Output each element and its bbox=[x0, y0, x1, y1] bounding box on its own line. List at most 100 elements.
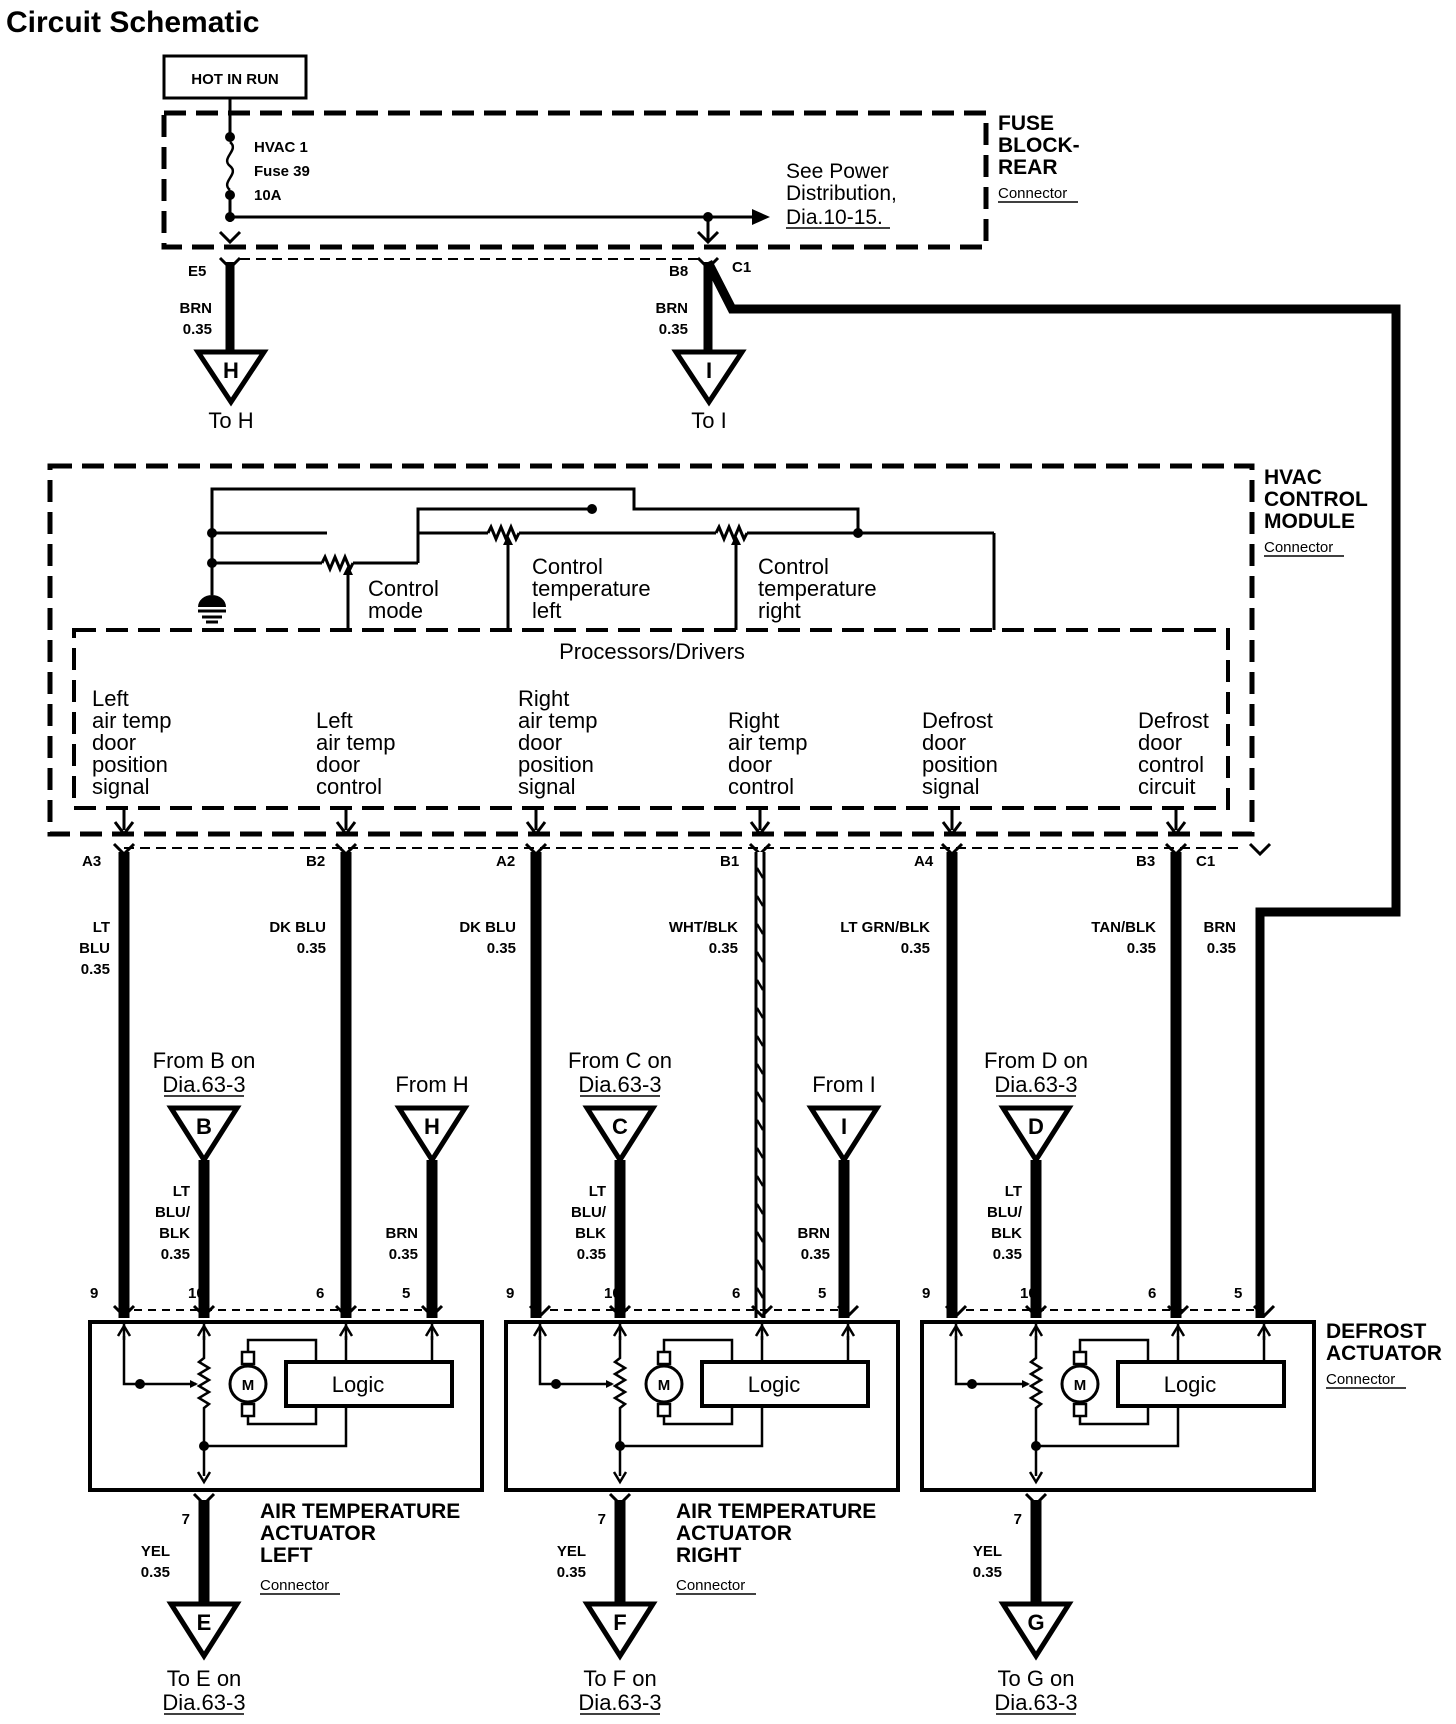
arrow-right-icon bbox=[752, 209, 770, 225]
motor-brush bbox=[656, 1350, 672, 1366]
pin-label: 5 bbox=[818, 1285, 826, 1302]
signal-label-line: air temp bbox=[728, 730, 807, 755]
circuit-line bbox=[122, 1336, 196, 1386]
signal-label-line: circuit bbox=[1138, 774, 1195, 799]
pin-label: 10 bbox=[604, 1285, 621, 1302]
pin-label: E5 bbox=[188, 263, 206, 280]
arrow-down-icon bbox=[612, 1471, 628, 1485]
wire-stripe-mark bbox=[755, 867, 765, 879]
pin-label: A2 bbox=[496, 853, 515, 870]
arrow-down-icon bbox=[1028, 1471, 1044, 1485]
wire-stripe-mark bbox=[755, 895, 765, 907]
control-label-line: Control bbox=[758, 554, 829, 579]
wire-label: LT GRN/BLK bbox=[840, 919, 930, 936]
arrow-down-icon bbox=[196, 1471, 212, 1485]
signal-label-line: air temp bbox=[92, 708, 171, 733]
wire-label: 0.35 bbox=[557, 1564, 586, 1581]
hvac-module-name-line: CONTROL bbox=[1264, 488, 1368, 511]
motor-icon bbox=[228, 1364, 268, 1404]
potentiometer bbox=[196, 1336, 212, 1476]
motor-label: M bbox=[242, 1377, 255, 1394]
wire-stripe-mark bbox=[755, 1287, 765, 1299]
hvac-module-connector-label: Connector bbox=[1264, 539, 1333, 556]
arrow-down-icon bbox=[749, 821, 771, 837]
connector-chevron bbox=[836, 1304, 860, 1319]
wire-label: 0.35 bbox=[297, 940, 326, 957]
wire-size: 0.35 bbox=[659, 321, 688, 338]
arrow-up-icon bbox=[948, 1323, 964, 1337]
from-link: Dia.63-3 bbox=[162, 1072, 245, 1097]
arrow-right-icon bbox=[190, 1380, 198, 1388]
signal-label-line: door bbox=[518, 730, 562, 755]
to-link: Dia.63-3 bbox=[162, 1690, 245, 1715]
signal-label-line: door bbox=[1138, 730, 1182, 755]
pin-label: A4 bbox=[914, 853, 934, 870]
wire-label: BLU/ bbox=[987, 1204, 1023, 1221]
hvac-module-name: HVAC CONTROL MODULE Connector bbox=[1264, 466, 1368, 557]
fuse-block-name-line: FUSE bbox=[998, 112, 1054, 135]
motor-icon bbox=[644, 1364, 684, 1404]
signal-label-line: air temp bbox=[316, 730, 395, 755]
wire-stripe-mark bbox=[755, 951, 765, 963]
signal-label-line: position bbox=[518, 752, 594, 777]
actuator-name-line: DEFROST bbox=[1326, 1320, 1427, 1343]
pin-label: C1 bbox=[732, 259, 751, 276]
from-label: From H bbox=[395, 1072, 468, 1097]
fuse-block-outline bbox=[161, 110, 989, 250]
wire-label: YEL bbox=[141, 1543, 170, 1560]
wire-stripe-mark bbox=[755, 979, 765, 991]
signal-label-line: signal bbox=[518, 774, 575, 799]
signal-label-line: door bbox=[728, 752, 772, 777]
control-network bbox=[210, 487, 996, 630]
pin-label: B3 bbox=[1136, 853, 1155, 870]
wire-label: BLU/ bbox=[155, 1204, 191, 1221]
to-label: To F on bbox=[583, 1666, 656, 1691]
logic-label: Logic bbox=[332, 1372, 385, 1397]
motor-icon bbox=[1060, 1364, 1100, 1404]
signal-label-line: Right bbox=[518, 686, 569, 711]
junction-dot bbox=[551, 1379, 561, 1389]
potentiometer bbox=[1028, 1336, 1044, 1476]
wire-label: 0.35 bbox=[1207, 940, 1236, 957]
wire-stripe-mark bbox=[755, 923, 765, 935]
actuator-connector-label: Connector bbox=[1326, 1371, 1395, 1388]
signal-label-line: control bbox=[316, 774, 382, 799]
control-label-line: mode bbox=[368, 598, 423, 623]
arrow-up-icon bbox=[1256, 1323, 1272, 1337]
signal-label-line: Defrost bbox=[922, 708, 993, 733]
from-label: From C on bbox=[568, 1048, 672, 1073]
logic-box bbox=[1116, 1360, 1286, 1408]
arrow-down-icon bbox=[525, 821, 547, 837]
pin-label: 10 bbox=[188, 1285, 205, 1302]
circuit-line bbox=[1036, 1406, 1180, 1448]
control-label-line: Control bbox=[532, 554, 603, 579]
hvac-module-outline bbox=[47, 463, 1255, 837]
actuator-box bbox=[88, 1320, 484, 1492]
connector-chevron bbox=[1166, 1304, 1190, 1319]
wire-label: BLK bbox=[159, 1225, 190, 1242]
motor-label: M bbox=[658, 1377, 671, 1394]
arrow-down-icon bbox=[335, 821, 357, 837]
connector-chevron bbox=[944, 1304, 968, 1319]
see-power-link[interactable]: Dia.10-15. bbox=[786, 206, 883, 229]
arrow-up-icon bbox=[424, 1323, 440, 1337]
arrow-up-icon bbox=[196, 1323, 212, 1337]
pin-label: 6 bbox=[1148, 1285, 1156, 1302]
wire-stripe-mark bbox=[755, 1119, 765, 1131]
logic-box bbox=[700, 1360, 870, 1408]
pin-label: 9 bbox=[922, 1285, 930, 1302]
wire-label: BLU bbox=[79, 940, 110, 957]
actuator-connector-label: Connector bbox=[676, 1577, 745, 1594]
motor-brush bbox=[1072, 1402, 1088, 1418]
connector-letter: B bbox=[196, 1114, 212, 1139]
wire-stripe-mark bbox=[755, 1063, 765, 1075]
hot-in-run-box bbox=[162, 54, 308, 100]
connector-chevron bbox=[420, 1304, 444, 1319]
connector-letter: E bbox=[197, 1610, 212, 1635]
circuit-line bbox=[620, 1406, 764, 1448]
actuator-box bbox=[504, 1320, 900, 1492]
motor-brush bbox=[240, 1350, 256, 1366]
